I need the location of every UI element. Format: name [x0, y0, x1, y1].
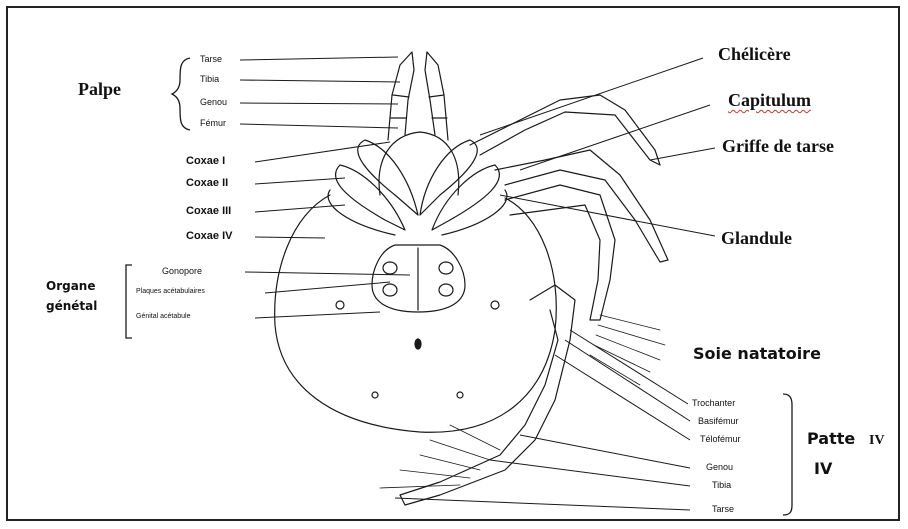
coxa-plate-2 — [336, 165, 405, 230]
palpe-item-genou: Genou — [200, 97, 227, 107]
palpe-item-femur: Fémur — [200, 118, 226, 128]
patte-item-telofemur: Télofémur — [700, 434, 741, 444]
organe-item-gonopore: Gonopore — [162, 266, 202, 276]
soie-natatoire-label: Soie natatoire — [693, 344, 821, 363]
patte-title-line2: IV — [814, 459, 832, 478]
mite-body — [275, 195, 557, 432]
coxae-3-label: Coxae III — [186, 205, 231, 217]
organe-item-plaques: Plaques acétabulaires — [136, 288, 205, 295]
glandule-label: Glandule — [721, 228, 792, 249]
patte-item-basifemur: Basifémur — [698, 416, 739, 426]
coxae-4-label: Coxae IV — [186, 230, 232, 242]
capitulum-shape — [379, 132, 459, 195]
coxae-2-label: Coxae II — [186, 177, 228, 189]
coxa-plate-1 — [358, 140, 418, 215]
organe-title-line1: Organe — [46, 276, 96, 296]
leader-lines — [240, 57, 715, 510]
patte-item-genou: Genou — [706, 462, 733, 472]
palpe-item-tibia: Tibia — [200, 74, 219, 84]
patte-bracket — [783, 394, 792, 515]
palpe-item-tarse: Tarse — [200, 54, 222, 64]
palpe-title: Palpe — [78, 79, 121, 100]
leg-4 — [400, 285, 575, 505]
organe-title-line2: génétal — [46, 296, 97, 316]
griffe-label: Griffe de tarse — [722, 136, 834, 157]
capitulum-label: Capitulum — [728, 90, 811, 111]
chelicere-label: Chélicère — [718, 44, 791, 65]
coxae-1-label: Coxae I — [186, 155, 225, 167]
patte-item-tarse: Tarse — [712, 504, 734, 514]
palpe-bracket — [172, 58, 190, 130]
leg-3 — [505, 185, 615, 320]
patte-roman-label: IV — [869, 433, 885, 449]
organe-bracket — [126, 265, 132, 338]
organe-item-genital-acetabule: Génital acétabule — [136, 313, 190, 320]
patte-item-tibia: Tibia — [712, 480, 731, 490]
patte-title-line1: Patte — [807, 429, 855, 448]
patte-item-trochanter: Trochanter — [692, 398, 735, 408]
